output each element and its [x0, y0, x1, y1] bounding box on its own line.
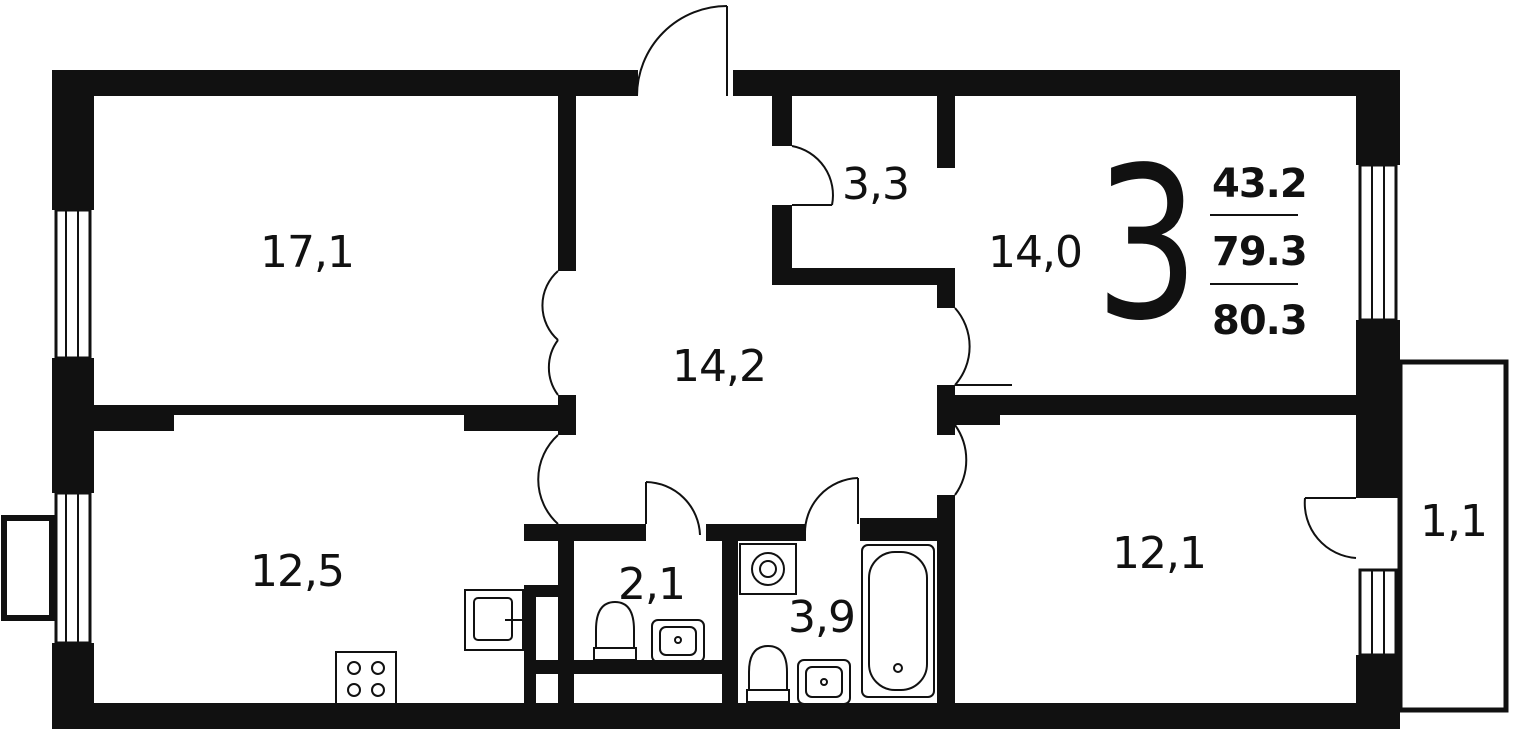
room-area-2-1: 2,1 [618, 559, 686, 610]
room-area-3-3: 3,3 [842, 159, 910, 210]
area-divider-2 [1210, 283, 1298, 285]
living-area: 43.2 [1212, 161, 1308, 207]
walls [1, 70, 1509, 729]
total-area-with-balcony: 80.3 [1212, 298, 1308, 344]
room-area-17-1: 17,1 [260, 227, 355, 278]
room-area-3-9: 3,9 [788, 592, 856, 643]
area-divider-1 [1210, 214, 1298, 216]
room-area-12-5: 12,5 [250, 546, 345, 597]
rooms-count: 3 [1095, 122, 1200, 367]
total-area: 79.3 [1212, 229, 1308, 275]
room-area-12-1: 12,1 [1112, 528, 1207, 579]
doors [537, 5, 1357, 559]
room-area-14-2: 14,2 [672, 341, 767, 392]
fixtures [335, 543, 935, 707]
room-area-1-1: 1,1 [1420, 496, 1488, 547]
room-area-14-0: 14,0 [988, 227, 1083, 278]
